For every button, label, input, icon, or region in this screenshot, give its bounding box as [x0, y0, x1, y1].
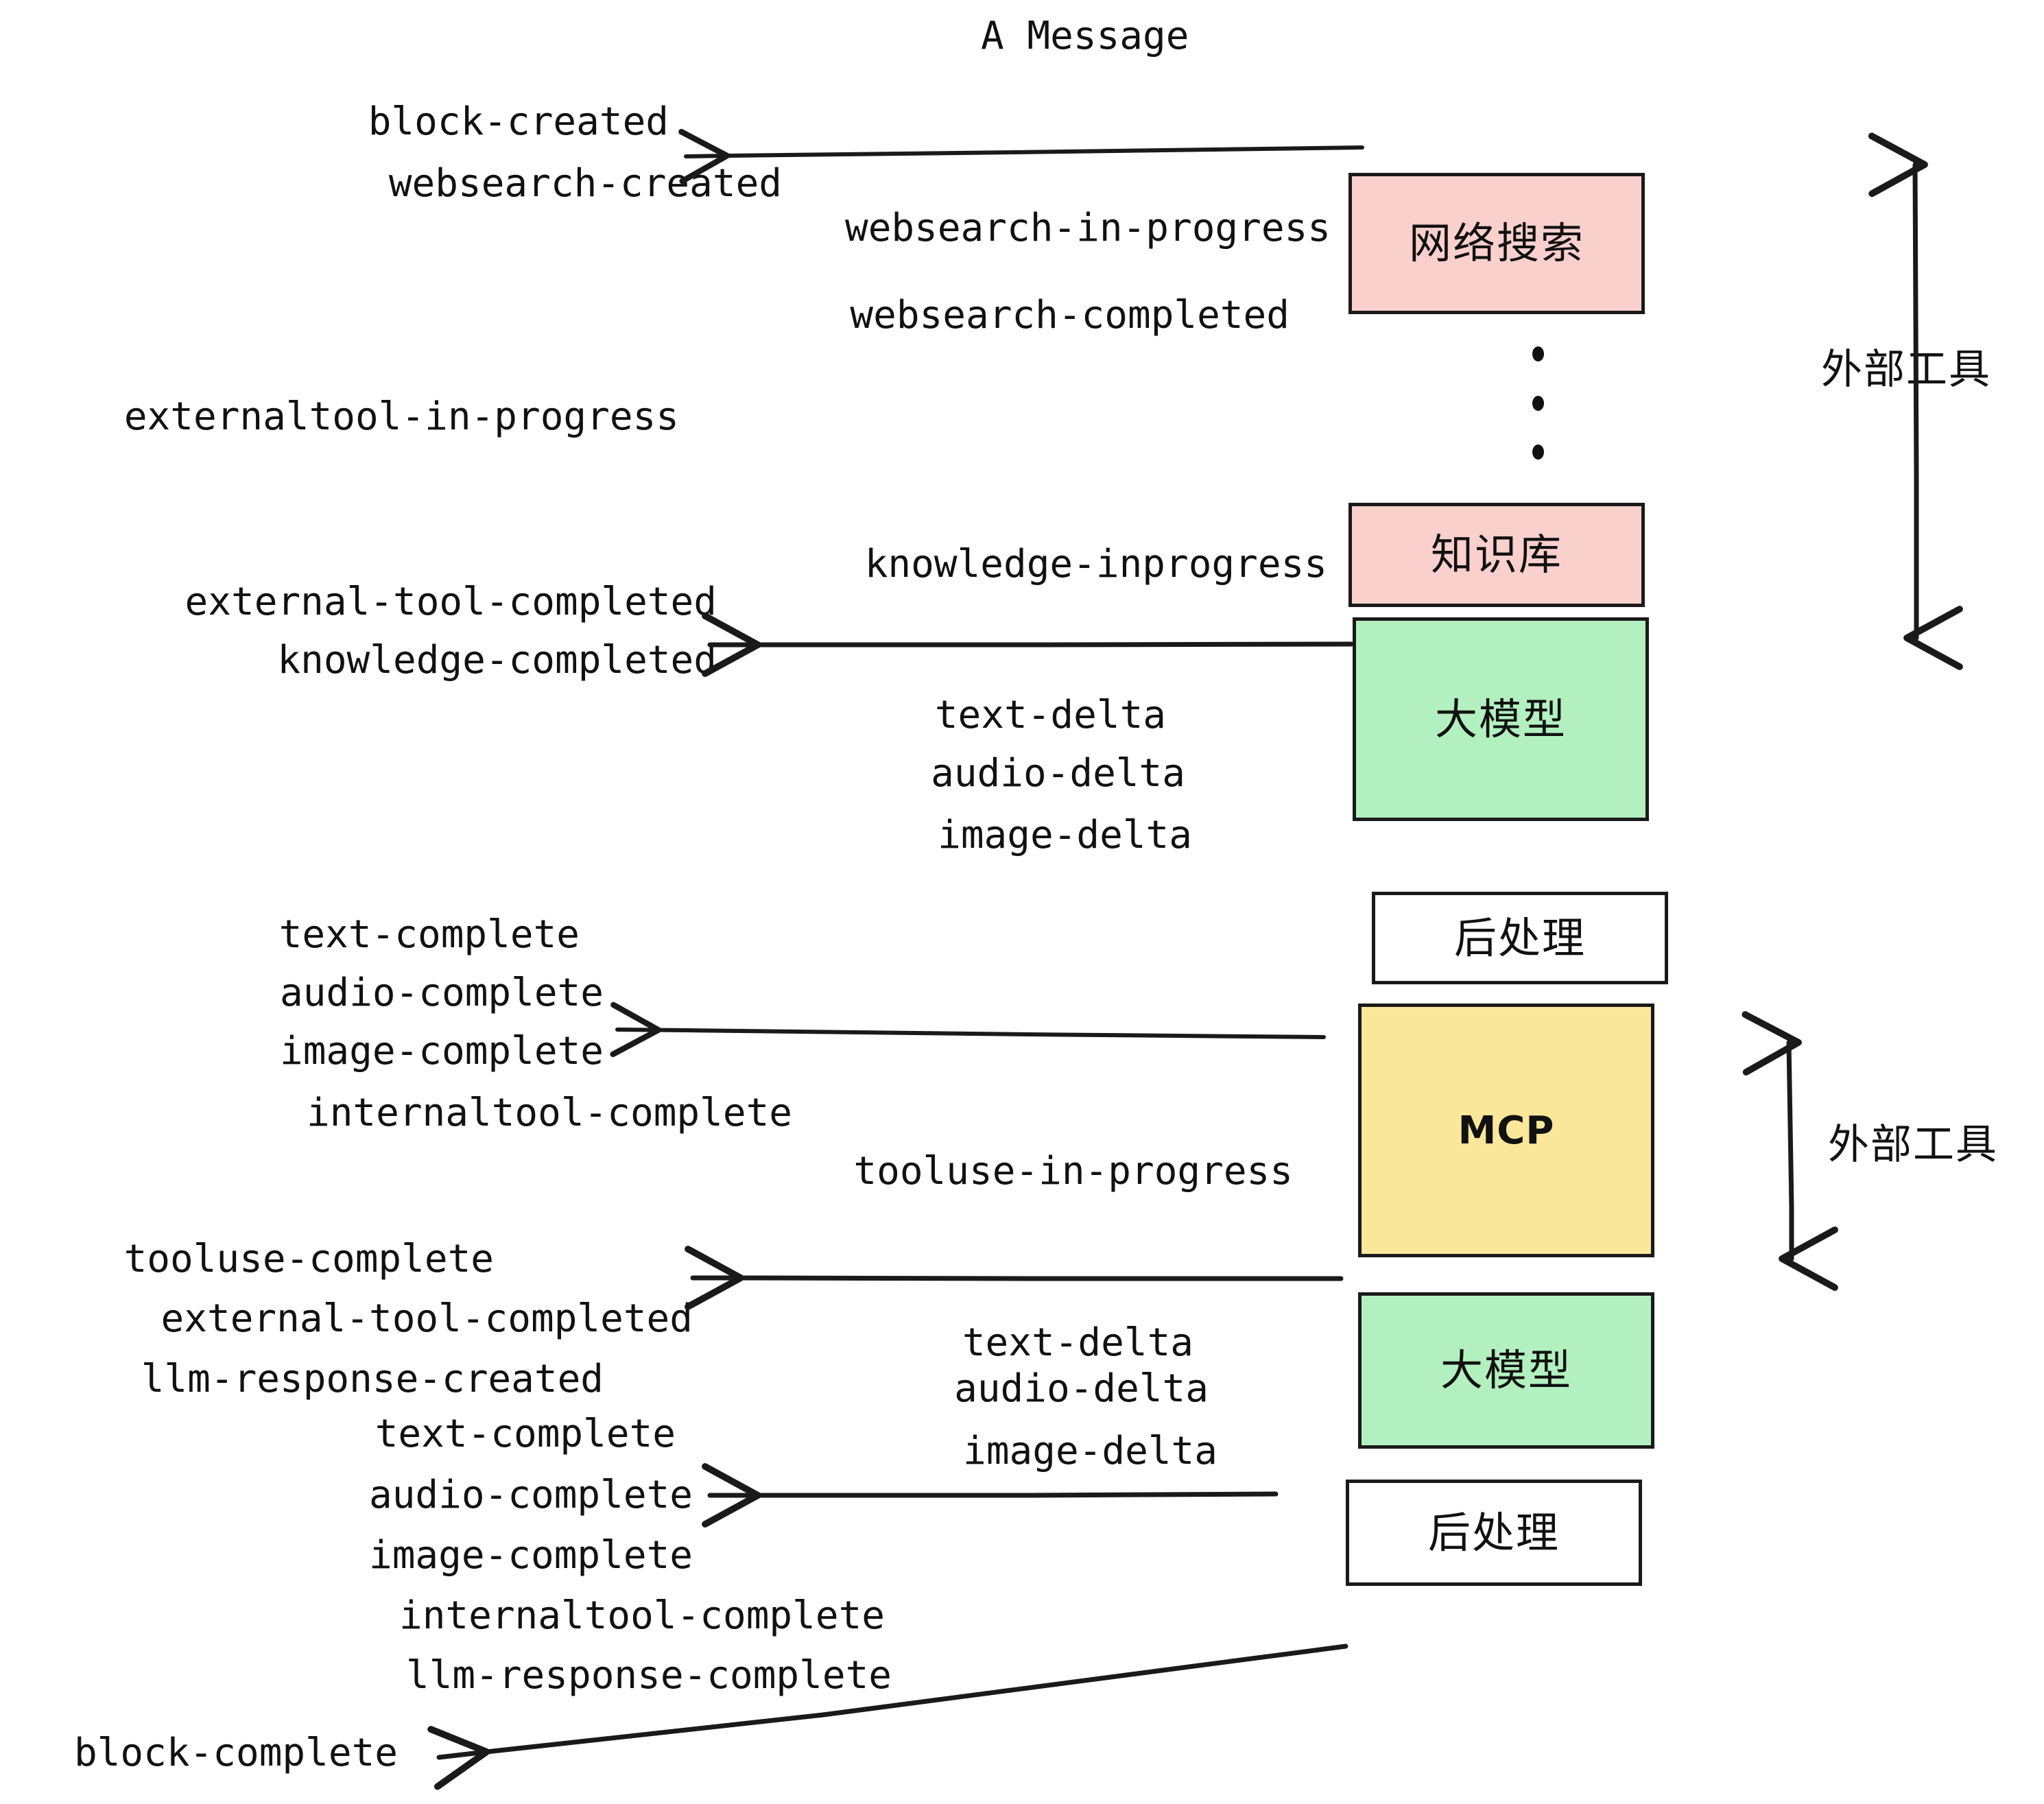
event-label-internaltool-complete-1: internaltool-complete [306, 1091, 792, 1135]
vertical-ellipsis [1531, 346, 1545, 460]
arrow-llm2-to-audio-complete [702, 1463, 1279, 1528]
event-label-image-complete-1: image-complete [279, 1029, 604, 1073]
event-label-block-complete: block-complete [73, 1731, 398, 1775]
event-label-llm-response-created: llm-response-created [141, 1357, 604, 1401]
component-box-label: MCP [1458, 1108, 1555, 1153]
event-label-websearch-completed: websearch-completed [850, 293, 1290, 337]
component-box-knowledge[interactable]: 知识库 [1348, 503, 1645, 607]
component-box-mcp[interactable]: MCP [1358, 1004, 1654, 1257]
arrow-websearch-to-block-created [678, 128, 1364, 185]
event-label-knowledge-inprogress: knowledge-inprogress [864, 542, 1327, 586]
event-label-image-delta-1: image-delta [938, 813, 1192, 857]
event-label-audio-delta-1: audio-delta [931, 751, 1185, 796]
component-box-postprocess-1[interactable]: 后处理 [1372, 892, 1668, 984]
arrow-mcp-to-tooluse-complete [685, 1246, 1344, 1310]
event-label-external-tool-completed-2: external-tool-completed [161, 1296, 693, 1341]
side-label-external-tools-bottom: 外部工具 [1828, 1121, 1998, 1169]
event-label-audio-delta-2: audio-delta [954, 1366, 1209, 1411]
event-label-internaltool-complete-2: internaltool-complete [399, 1593, 885, 1638]
event-label-audio-complete-1: audio-complete [279, 971, 604, 1015]
event-label-text-complete-2: text-complete [375, 1412, 676, 1456]
side-label-external-tools-top: 外部工具 [1821, 346, 1991, 394]
event-label-knowledge-completed: knowledge-completed [277, 638, 717, 683]
bracket-external-tools-bottom [1742, 1011, 1838, 1291]
event-label-text-delta-1: text-delta [934, 693, 1166, 737]
ellipsis-dot [1532, 395, 1544, 411]
event-label-text-complete-1: text-complete [278, 912, 580, 957]
event-label-websearch-in-progress: websearch-in-progress [844, 206, 1331, 250]
component-box-label: 大模型 [1440, 1345, 1572, 1395]
arrow-knowledge-to-knowledge-completed [702, 613, 1354, 677]
component-box-label: 网络搜索 [1408, 218, 1584, 268]
event-label-block-created: block-created [368, 99, 669, 144]
event-label-audio-complete-2: audio-complete [368, 1473, 693, 1517]
arrow-postprocess1-to-image-complete [610, 1001, 1326, 1058]
component-box-label: 后处理 [1427, 1507, 1560, 1558]
component-box-websearch[interactable]: 网络搜索 [1348, 173, 1645, 314]
bracket-external-tools-top [1868, 132, 1963, 670]
event-label-image-delta-2: image-delta [963, 1429, 1217, 1473]
ellipsis-dot [1532, 444, 1544, 460]
event-label-external-tool-completed-1: external-tool-completed [185, 580, 717, 624]
component-box-label: 后处理 [1453, 912, 1586, 963]
event-label-text-delta-2: text-delta [962, 1320, 1193, 1365]
component-box-label: 大模型 [1434, 693, 1567, 744]
component-box-label: 知识库 [1430, 530, 1562, 580]
component-box-llm-2[interactable]: 大模型 [1358, 1292, 1654, 1449]
event-label-image-complete-2: image-complete [368, 1533, 693, 1578]
event-label-llm-response-complete: llm-response-complete [405, 1653, 892, 1698]
event-label-websearch-created: websearch-created [388, 161, 782, 206]
event-label-externaltool-in-progress: externaltool-in-progress [123, 394, 679, 439]
event-label-tooluse-in-progress: tooluse-in-progress [853, 1149, 1293, 1194]
page-title: A Message [981, 14, 1189, 58]
component-box-llm-1[interactable]: 大模型 [1353, 617, 1649, 821]
event-label-tooluse-complete: tooluse-complete [123, 1237, 494, 1281]
component-box-postprocess-2[interactable]: 后处理 [1346, 1480, 1642, 1586]
ellipsis-dot [1532, 346, 1544, 361]
